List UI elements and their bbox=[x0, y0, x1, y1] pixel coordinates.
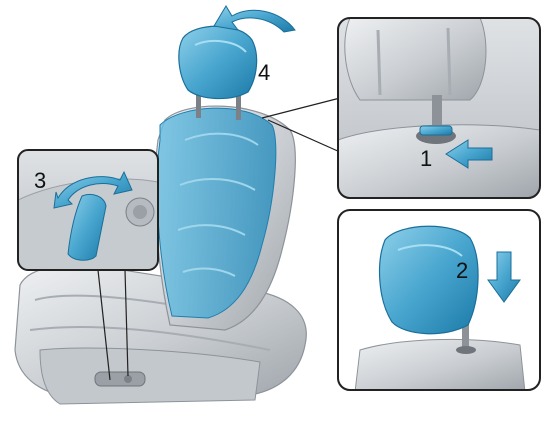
step-1-label: 1 bbox=[420, 146, 432, 171]
seat-illustration: 4 bbox=[14, 5, 341, 405]
leader-line-bottom bbox=[267, 119, 341, 153]
detail-panel-lower-headrest: 2 bbox=[337, 209, 541, 391]
detail-panel-side-switch: 3 bbox=[17, 149, 159, 271]
seat-control-switch bbox=[94, 371, 146, 387]
leader-line-left-a bbox=[97, 269, 111, 381]
headrest-post-right bbox=[236, 92, 241, 120]
headrest-post-left bbox=[196, 88, 201, 118]
step-2-label: 2 bbox=[456, 258, 468, 283]
step-3-label: 3 bbox=[34, 168, 46, 193]
side-switch-lever bbox=[67, 193, 107, 261]
curved-arrow-icon bbox=[213, 5, 296, 33]
leader-line-left-b bbox=[124, 269, 129, 377]
seatback-highlight bbox=[156, 107, 277, 319]
headrest bbox=[178, 25, 258, 100]
curved-double-arrow-icon bbox=[53, 170, 133, 209]
detail-panel-release-button: 1 bbox=[337, 17, 541, 199]
headrest-detail bbox=[378, 225, 479, 335]
leader-line-top bbox=[261, 97, 341, 119]
down-arrow-icon bbox=[487, 251, 521, 303]
seat-side-trim bbox=[39, 347, 261, 405]
right-arrow-icon bbox=[445, 139, 493, 169]
step-4-label: 4 bbox=[258, 60, 270, 85]
